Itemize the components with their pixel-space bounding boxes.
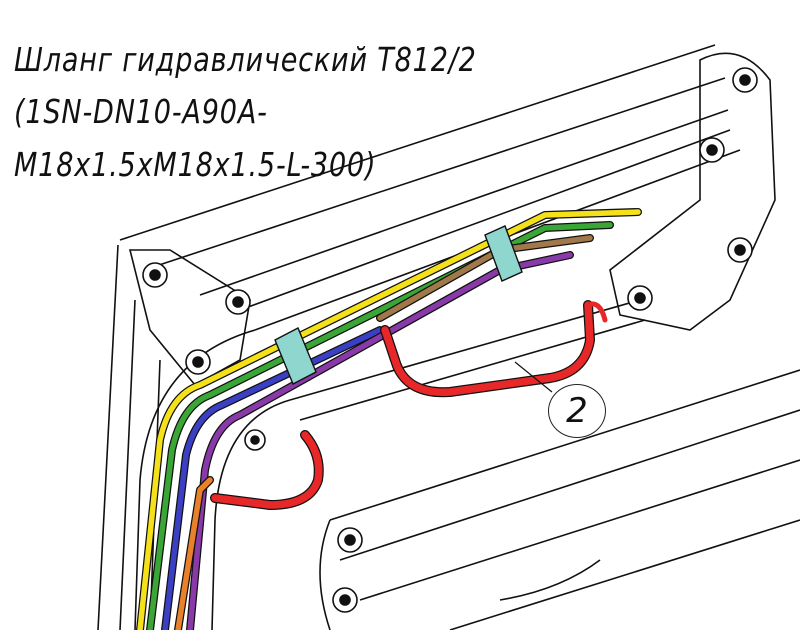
hose-clamps [274, 225, 523, 385]
title-line-2: (1SN-DN10-A90A- [14, 92, 268, 131]
clamp [484, 225, 523, 282]
callout-bubble: 2 [548, 384, 606, 438]
boom-frame [97, 44, 800, 630]
title-line-1: Шланг гидравлический Т812/2 [14, 40, 477, 79]
title-line-3: M18x1.5xM18x1.5-L-300) [14, 145, 377, 184]
pivot-pins [142, 67, 758, 613]
callout-leader-line [514, 361, 553, 393]
clamp [274, 327, 317, 385]
callout-label: 2 [566, 391, 588, 431]
